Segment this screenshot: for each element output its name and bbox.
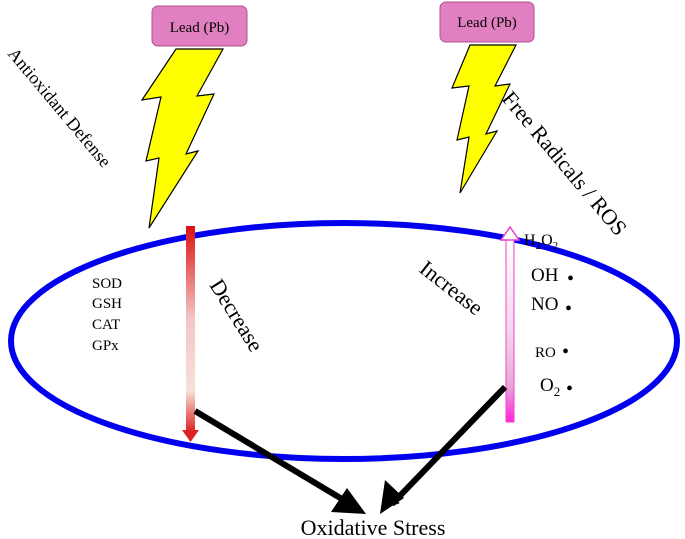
antioxidant-cat: CAT <box>92 317 120 333</box>
lead-label-left: Lead (Pb) <box>170 20 230 36</box>
cell-ellipse <box>8 220 680 462</box>
increase-arrow-head <box>499 225 521 241</box>
antioxidant-sod: SOD <box>92 276 122 292</box>
antioxidant-gsh: GSH <box>92 296 122 312</box>
lead-label-right: Lead (Pb) <box>457 15 517 31</box>
antioxidant-defense-label: Antioxidant Defense <box>4 44 115 171</box>
decrease-arrow-shaft <box>186 226 195 432</box>
right-arrow-head <box>380 480 404 514</box>
ros-oh: OH <box>531 265 559 286</box>
ros-oh-dot: • <box>567 268 574 290</box>
free-radicals-ros-label: Free Radicals / ROS <box>497 86 632 240</box>
increase-arrow-shaft <box>505 237 515 423</box>
ros-h2o2: H2O2 <box>524 232 558 252</box>
increase-label: Increase <box>415 255 488 320</box>
decrease-arrow-head <box>182 430 199 442</box>
decrease-label: Decrease <box>205 274 269 356</box>
right-to-stress-arrow <box>389 384 508 507</box>
ros-no-dot: • <box>565 298 572 320</box>
ros-o2: O2 <box>540 375 560 399</box>
left-arrow-head <box>331 488 366 514</box>
lead-box-right <box>439 1 535 43</box>
oxidative-stress-label: Oxidative Stress <box>301 515 446 539</box>
left-to-stress-arrow <box>193 408 356 508</box>
left-lightning-bolt-icon <box>140 48 225 229</box>
ros-no: NO <box>531 294 558 315</box>
ros-o2-dot: • <box>566 378 573 400</box>
lead-box-left <box>151 5 248 47</box>
right-lightning-bolt-icon <box>451 44 517 194</box>
ros-ro: RO <box>535 345 556 361</box>
ros-ro-dot: • <box>562 341 569 363</box>
antioxidant-gpx: GPx <box>92 338 119 354</box>
